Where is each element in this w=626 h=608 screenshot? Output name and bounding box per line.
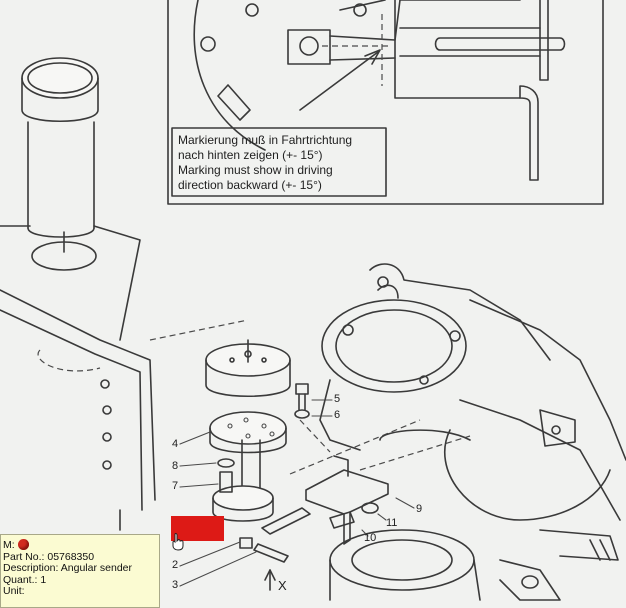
callout-11[interactable]: 11 bbox=[386, 517, 398, 529]
callout-6[interactable]: 6 bbox=[334, 409, 341, 421]
note-line-4: direction backward (+- 15°) bbox=[178, 178, 322, 192]
axis-x-label: X bbox=[278, 578, 287, 593]
callout-10[interactable]: 10 bbox=[364, 532, 377, 544]
tooltip-description: Description: Angular sender bbox=[3, 562, 132, 574]
tooltip-unit: Unit: bbox=[3, 585, 25, 597]
part-info-tooltip: M: Part No.: 05768350 Description: Angul… bbox=[0, 534, 160, 608]
detail-view-frame bbox=[167, 0, 604, 205]
note-box-outline bbox=[171, 127, 387, 197]
status-dot-icon bbox=[17, 539, 29, 550]
sensor-assembly bbox=[149, 319, 471, 591]
callout-3[interactable]: 3 bbox=[172, 579, 179, 591]
marking-note: Markierung muß in Fahrtrichtung nach hin… bbox=[172, 128, 386, 196]
part-1-hotspot[interactable] bbox=[171, 516, 224, 541]
callout-7[interactable]: 7 bbox=[172, 480, 179, 492]
note-line-3: Marking must show in driving bbox=[178, 163, 333, 177]
tooltip-part-no: Part No.: 05768350 bbox=[3, 550, 95, 563]
note-line-2: nach hinten zeigen (+- 15°) bbox=[178, 148, 323, 162]
callout-5[interactable]: 5 bbox=[334, 393, 341, 405]
callout-2[interactable]: 2 bbox=[172, 559, 179, 571]
callout-4[interactable]: 4 bbox=[172, 438, 179, 450]
tooltip-m-label: M: bbox=[3, 539, 15, 551]
callout-leaders bbox=[179, 399, 415, 587]
axle-housing-left bbox=[0, 57, 156, 531]
callout-8[interactable]: 8 bbox=[172, 460, 179, 472]
steering-knuckle bbox=[319, 263, 626, 601]
tooltip-status-row: M: bbox=[3, 539, 157, 552]
hand-cursor-icon bbox=[172, 533, 184, 551]
note-line-1: Markierung muß in Fahrtrichtung bbox=[178, 133, 353, 147]
tooltip-quantity: Quant.: 1 bbox=[3, 573, 47, 586]
callout-9[interactable]: 9 bbox=[416, 503, 423, 515]
